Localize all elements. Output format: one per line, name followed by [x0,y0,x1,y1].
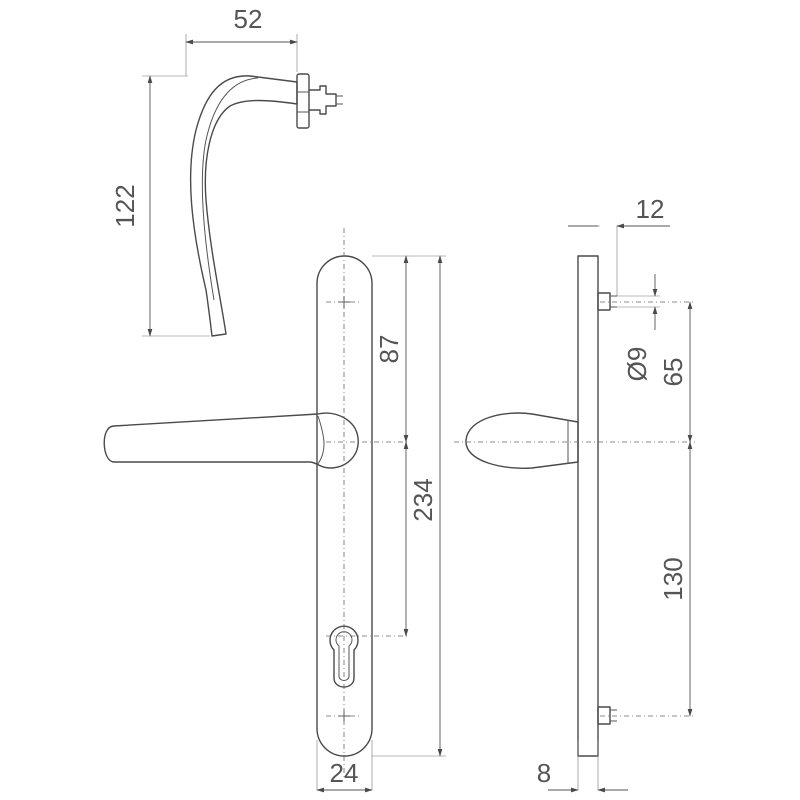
dimension-plate-length: 234 [408,255,443,757]
front-center-lines [326,228,410,780]
dimension-top-to-spindle: 87 [374,255,409,443]
dimension-label-234: 234 [408,478,438,521]
dimension-lever-width: 52 [185,4,298,76]
dimension-plate-width: 24 [316,758,373,793]
lever-profile-view [189,73,343,337]
dimension-plate-thickness: 8 [537,758,628,793]
dimension-spindle-offset: 12 [568,194,670,229]
dimension-spindle-to-keyhole: 130 [658,441,693,717]
dimension-label-130: 130 [658,557,688,600]
dimension-label-122: 122 [110,184,140,227]
dimension-label-24: 24 [330,758,359,788]
dimension-lever-height: 122 [110,75,210,337]
backplate-front-view [316,255,373,757]
dimension-label-65: 65 [658,358,688,387]
dimension-label-52: 52 [234,4,263,34]
dimension-label-12: 12 [636,194,665,224]
dimension-screw-to-spindle: 65 [658,301,693,443]
dimension-label-8: 8 [537,758,551,788]
lever-front-view [103,412,359,469]
dimension-screw-diameter: Ø9 [622,274,658,382]
dimension-label-diameter-9: Ø9 [622,347,652,382]
backplate-side-view [577,255,617,757]
dimension-label-87: 87 [374,335,404,364]
side-center-lines [454,301,695,717]
lever-side-view [465,412,579,469]
